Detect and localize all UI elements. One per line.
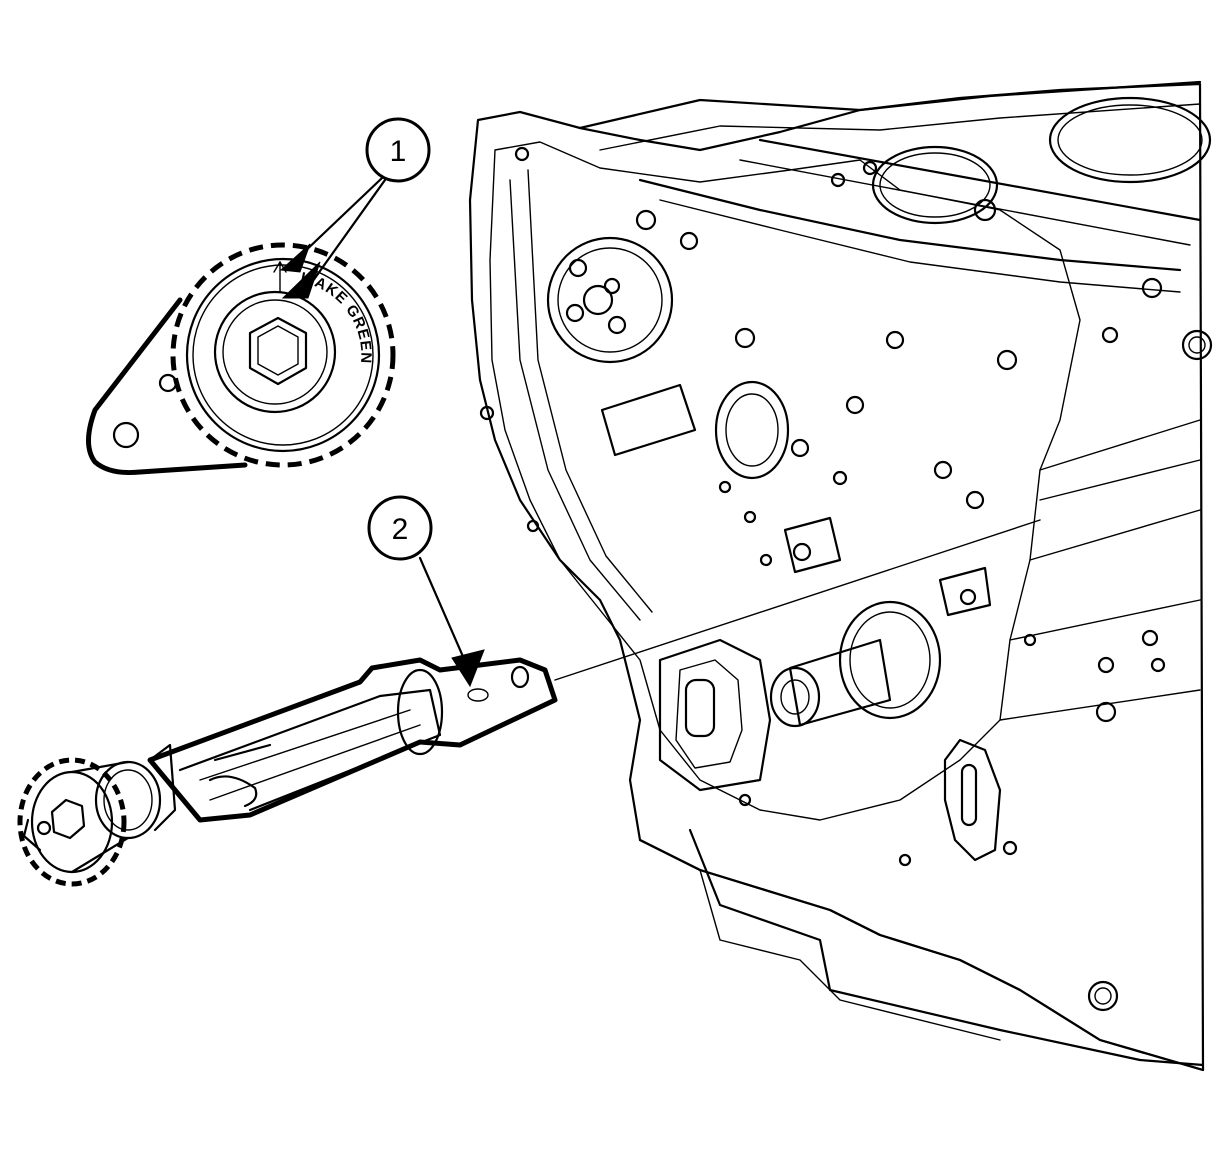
callout-1-arrow-upper bbox=[279, 243, 311, 273]
callout-1-label: 1 bbox=[390, 135, 407, 168]
callout-2-arrow bbox=[451, 649, 485, 688]
alignment-line bbox=[554, 519, 1041, 681]
callout-2-label: 2 bbox=[392, 513, 409, 546]
callout-1: 1 bbox=[279, 117, 431, 299]
intake-camshaft-sprocket: ITAKE GREEN bbox=[86, 242, 396, 475]
callout-2: 2 bbox=[367, 495, 485, 688]
callout-1-circle bbox=[365, 117, 431, 183]
engine-block bbox=[468, 80, 1213, 1072]
callout-2-circle bbox=[367, 495, 433, 561]
callout-1-arrow-lower bbox=[281, 261, 321, 299]
crankshaft-sprocket-tool bbox=[17, 657, 558, 887]
